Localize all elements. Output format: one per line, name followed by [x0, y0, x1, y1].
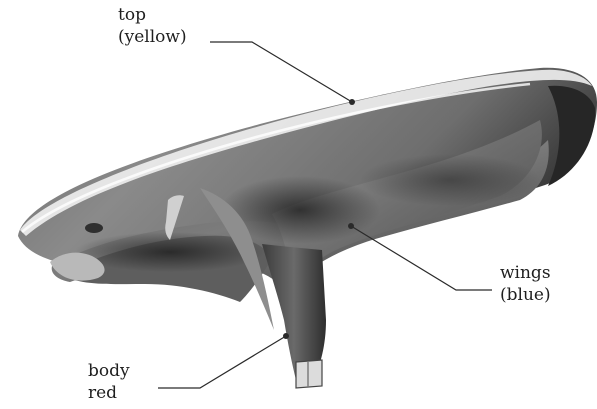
- specimen-shape: [18, 68, 597, 388]
- leader-dot-body: [283, 333, 289, 339]
- cap-spot: [85, 223, 103, 233]
- leader-line-top: [210, 42, 352, 102]
- callout-wings-color: (blue): [500, 284, 551, 306]
- body-stem: [262, 244, 326, 380]
- callout-body-name: body: [88, 360, 130, 382]
- callout-wings: wings (blue): [500, 262, 551, 306]
- callout-top-color: (yellow): [118, 26, 187, 48]
- callout-body-color: red: [88, 382, 130, 404]
- shadow-right: [360, 154, 540, 206]
- callout-body: body red: [88, 360, 130, 404]
- callout-wings-name: wings: [500, 262, 551, 284]
- leader-dot-top: [349, 99, 355, 105]
- stem-foot: [296, 360, 322, 388]
- leader-dot-wings: [348, 223, 354, 229]
- leader-line-body: [158, 336, 286, 388]
- callout-top: top (yellow): [118, 4, 187, 48]
- callout-top-name: top: [118, 4, 187, 26]
